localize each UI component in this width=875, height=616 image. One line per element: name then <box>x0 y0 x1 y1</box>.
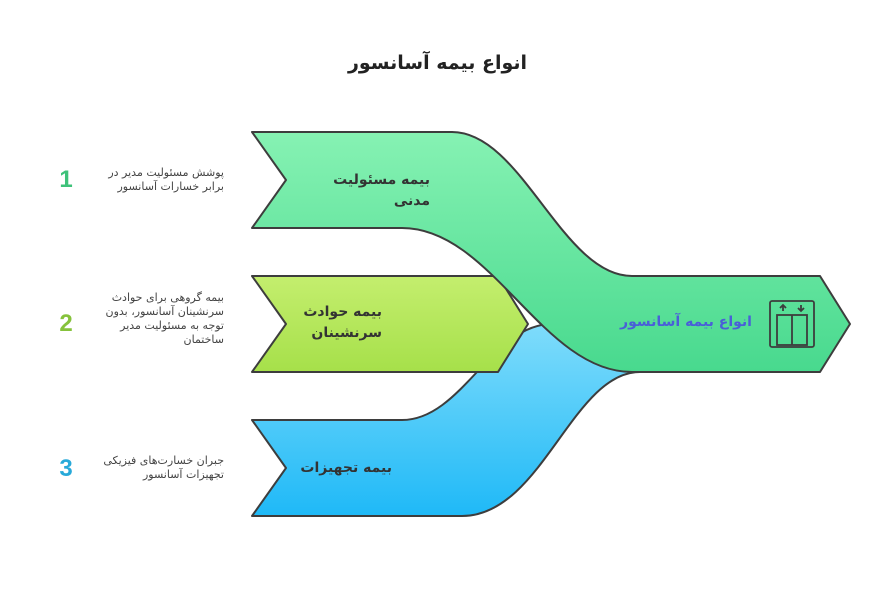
branch-label-2: بیمه حوادث سرنشینان <box>303 304 382 341</box>
elevator-icon <box>769 300 815 348</box>
page-title: انواع بیمه آسانسور <box>347 52 528 74</box>
step-description-2: بیمه گروهی برای حوادث سرنشینان آسانسور، … <box>105 291 225 346</box>
step-description-3: جبران خسارت‌های فیزیکی تجهیزات آسانسور <box>103 454 224 481</box>
step-number-1: 1 <box>59 166 73 193</box>
branch-1-shape <box>251 131 851 373</box>
branch-label-3: بیمه تجهیزات <box>300 460 392 476</box>
branch-label-1: بیمه مسئولیت مدنی <box>333 172 430 209</box>
branch-2-shape <box>251 275 529 373</box>
step-description-1: پوشش مسئولیت مدیر در برابر خسارات آسانسو… <box>108 166 224 193</box>
step-number-3: 3 <box>59 455 73 482</box>
step-number-2: 2 <box>59 310 73 337</box>
center-label: انواع بیمه آسانسور <box>620 314 752 330</box>
